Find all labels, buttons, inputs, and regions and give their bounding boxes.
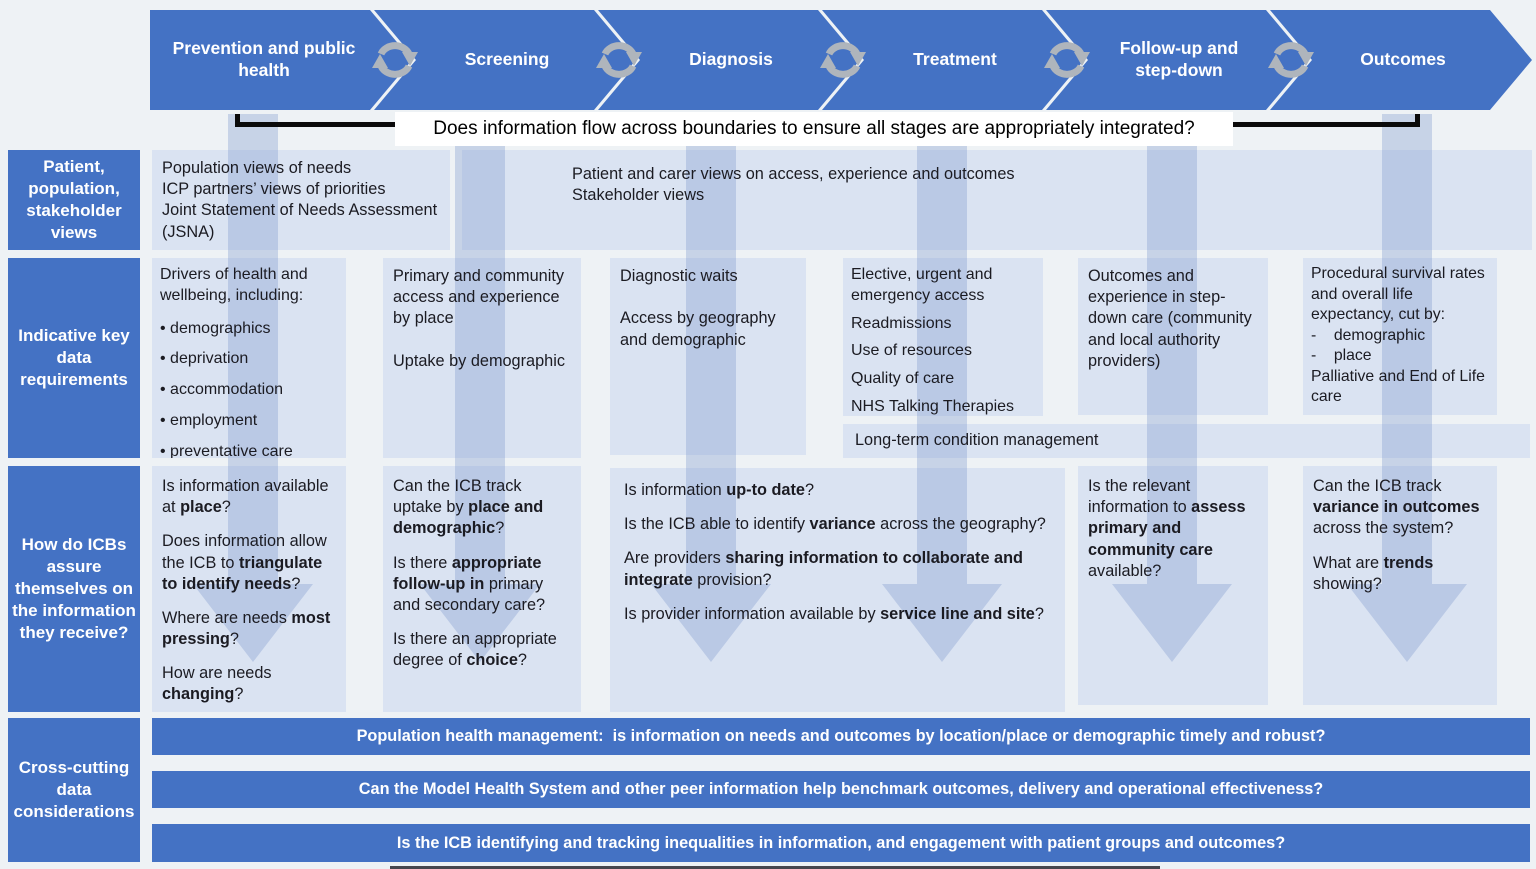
data-prevention-intro: Drivers of health and wellbeing, includi…	[160, 266, 308, 304]
data-treatment-item: NHS Talking Therapies	[851, 397, 1015, 415]
sync-icon	[1268, 42, 1314, 78]
cross-cutting-bar-1: Population health management: is informa…	[152, 718, 1530, 755]
assurance-question: Is the relevant information to assess pr…	[1088, 477, 1246, 580]
assurance-question: Are providers sharing information to col…	[624, 549, 1023, 589]
assurance-question: Where are needs most pressing?	[162, 608, 331, 649]
row-label-data-requirements: Indicative key data requirements	[8, 258, 140, 458]
assurance-panel-diagnosis-treatment: Is information up-to date? Is the ICB ab…	[610, 468, 1065, 712]
views-left-text: Population views of needs ICP partners’ …	[162, 159, 438, 241]
cross-cutting-bar-2: Can the Model Health System and other pe…	[152, 771, 1530, 808]
assurance-panel-screening: Can the ICB track uptake by place and de…	[383, 466, 581, 712]
assurance-panel-prevention: Is information available at place? Does …	[152, 466, 346, 712]
integration-question: Does information flow across boundaries …	[395, 112, 1233, 146]
assurance-question: Is there appropriate follow-up in primar…	[393, 553, 546, 614]
stage-label: Follow-up and step-down	[1119, 38, 1239, 80]
stage-chevron-outcomes: Outcomes	[1270, 10, 1532, 110]
views-right-text: Patient and carer views on access, exper…	[572, 165, 1015, 205]
assurance-question: What are trends showing?	[1313, 553, 1434, 593]
data-prevention-bullet: employment	[160, 411, 338, 432]
assurance-panel-outcomes: Can the ICB track variance in outcomes a…	[1303, 466, 1497, 705]
data-treatment-item: Readmissions	[851, 314, 952, 332]
data-panel-treatment: Elective, urgent and emergency access Re…	[843, 258, 1043, 416]
row-label-assurance: How do ICBs assure themselves on the inf…	[8, 466, 140, 712]
assurance-question: Can the ICB track variance in outcomes a…	[1313, 477, 1480, 538]
row-label-views: Patient, population, stakeholder views	[8, 150, 140, 250]
stage-label: Screening	[464, 49, 550, 70]
stage-chevron-diagnosis: Diagnosis	[598, 10, 860, 110]
data-panel-screening: Primary and community access and experie…	[383, 258, 581, 458]
stage-label: Outcomes	[1360, 49, 1446, 70]
stage-chevron-screening: Screening	[374, 10, 636, 110]
views-panel-right: Patient and carer views on access, exper…	[462, 150, 1532, 250]
assurance-question: Is information up-to date?	[624, 481, 815, 499]
data-panel-prevention: Drivers of health and wellbeing, includi…	[152, 258, 346, 458]
data-prevention-bullet: demographics	[160, 319, 338, 340]
stage-chevron-followup: Follow-up and step-down	[1046, 10, 1308, 110]
stage-label: Treatment	[913, 49, 997, 70]
sync-icon	[372, 42, 418, 78]
assurance-question: Is there an appropriate degree of choice…	[393, 630, 557, 670]
data-panel-followup: Outcomes and experience in step-down car…	[1078, 258, 1268, 415]
data-prevention-bullet: deprivation	[160, 349, 338, 370]
long-term-condition-bar: Long-term condition management	[843, 424, 1530, 458]
assurance-question: How are needs changing?	[162, 664, 272, 704]
cross-cutting-bar-3: Is the ICB identifying and tracking ineq…	[152, 824, 1530, 862]
data-diagnosis-text: Diagnostic waits Access by geography and…	[620, 267, 776, 349]
data-screening-text: Primary and community access and experie…	[393, 267, 565, 370]
data-treatment-item: Elective, urgent and emergency access	[851, 266, 993, 304]
assurance-question: Can the ICB track uptake by place and de…	[393, 477, 544, 538]
sync-icon	[820, 42, 866, 78]
assurance-question: Is the ICB able to identify variance acr…	[624, 515, 1046, 534]
sync-icon	[596, 42, 642, 78]
data-prevention-bullet: accommodation	[160, 380, 338, 401]
assurance-panel-followup: Is the relevant information to assess pr…	[1078, 466, 1268, 705]
stage-label: Diagnosis	[689, 49, 773, 70]
data-outcomes-text: Procedural survival rates and overall li…	[1311, 265, 1485, 406]
assurance-question: Is provider information available by ser…	[624, 604, 1044, 623]
bottom-cutoff-line	[390, 866, 1160, 869]
stage-chevron-treatment: Treatment	[822, 10, 1084, 110]
data-prevention-bullet: preventative care	[160, 442, 338, 458]
assurance-question: Does information allow the ICB to triang…	[162, 532, 327, 593]
stage-label: Prevention and public health	[172, 38, 356, 80]
data-panel-outcomes: Procedural survival rates and overall li…	[1303, 258, 1497, 415]
stage-chevron-prevention: Prevention and public health	[150, 10, 412, 110]
views-panel-left: Population views of needs ICP partners’ …	[152, 150, 450, 250]
long-term-condition-text: Long-term condition management	[855, 431, 1099, 449]
data-treatment-item: Use of resources	[851, 342, 972, 360]
data-followup-text: Outcomes and experience in step-down car…	[1088, 267, 1257, 370]
row-label-cross-cutting: Cross-cutting data considerations	[8, 718, 140, 862]
data-panel-diagnosis: Diagnostic waits Access by geography and…	[610, 258, 806, 455]
assurance-question: Is information available at place?	[162, 477, 329, 517]
sync-icon	[1044, 42, 1090, 78]
data-treatment-item: Quality of care	[851, 370, 955, 388]
